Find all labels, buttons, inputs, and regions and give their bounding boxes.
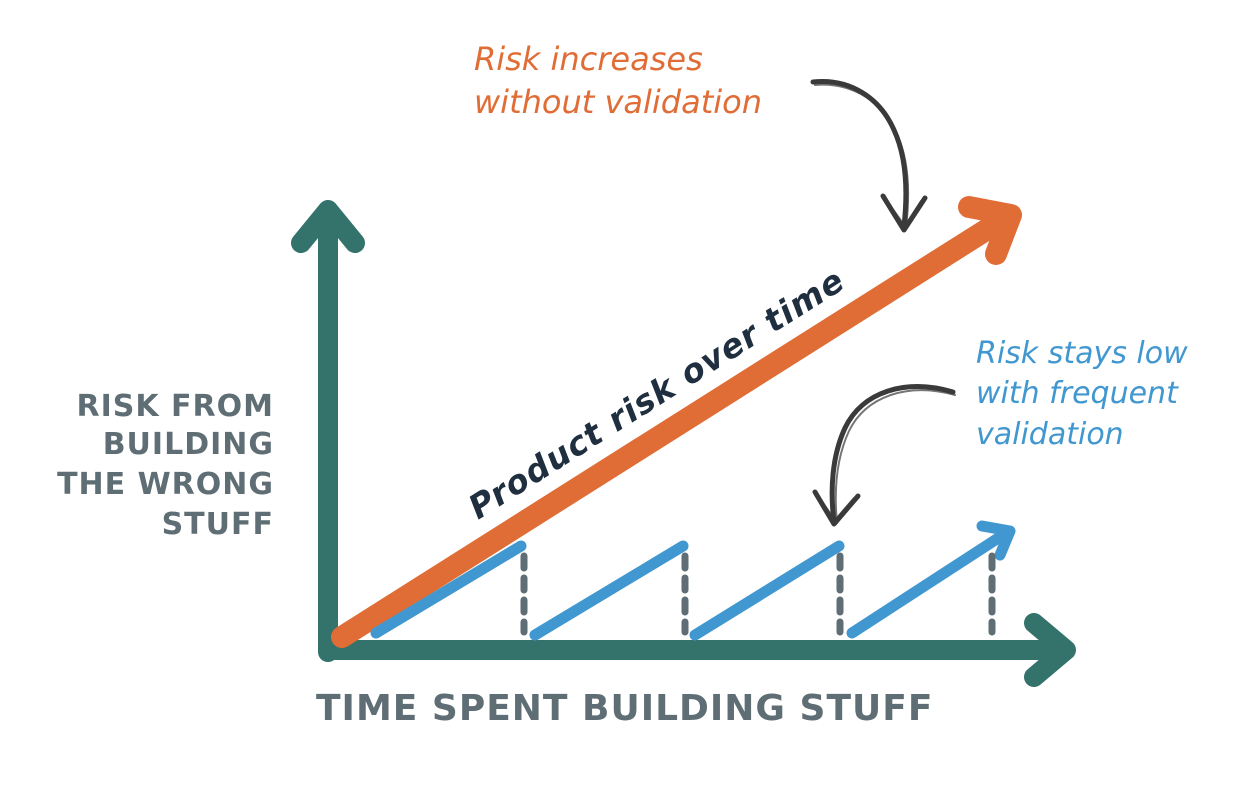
right-annotation: Risk stays low with frequent validation	[976, 336, 1188, 452]
validation-drops	[520, 552, 996, 636]
y-axis-label-line: BUILDING	[103, 427, 274, 462]
y-axis-label: RISK FROM BUILDING THE WRONG STUFF	[57, 389, 274, 542]
top-annotation-line: without validation	[474, 83, 762, 121]
main-line-label: Product risk over time	[461, 260, 851, 526]
y-axis-arrowhead	[291, 200, 365, 253]
validation-segment	[689, 540, 845, 641]
x-axis-label: TIME SPENT BUILDING STUFF	[316, 688, 933, 729]
right-annotation-line: validation	[976, 417, 1124, 452]
y-axis	[291, 200, 365, 662]
risk-without-validation-line	[331, 196, 1022, 648]
validation-sawtooth	[370, 520, 1016, 641]
validation-segment	[846, 527, 1012, 639]
x-axis-arrowhead	[1024, 613, 1076, 687]
top-annotation-line: Risk increases	[474, 40, 703, 78]
risk-line-arrowhead	[958, 196, 1022, 265]
y-axis-label-line: RISK FROM	[76, 389, 274, 424]
x-axis	[318, 613, 1076, 687]
y-axis-label-line: STUFF	[162, 507, 274, 542]
right-annotation-line: Risk stays low	[976, 336, 1188, 371]
validation-arrowhead	[976, 520, 1016, 561]
right-annotation-line: with frequent	[976, 376, 1179, 411]
sketched-arrow-icon	[810, 78, 928, 233]
validation-segment	[370, 540, 527, 639]
sketched-arrow-icon	[812, 384, 956, 527]
y-axis-label-line: THE WRONG	[57, 467, 274, 502]
top-annotation: Risk increases without validation	[474, 40, 762, 121]
validation-segment	[529, 540, 689, 641]
